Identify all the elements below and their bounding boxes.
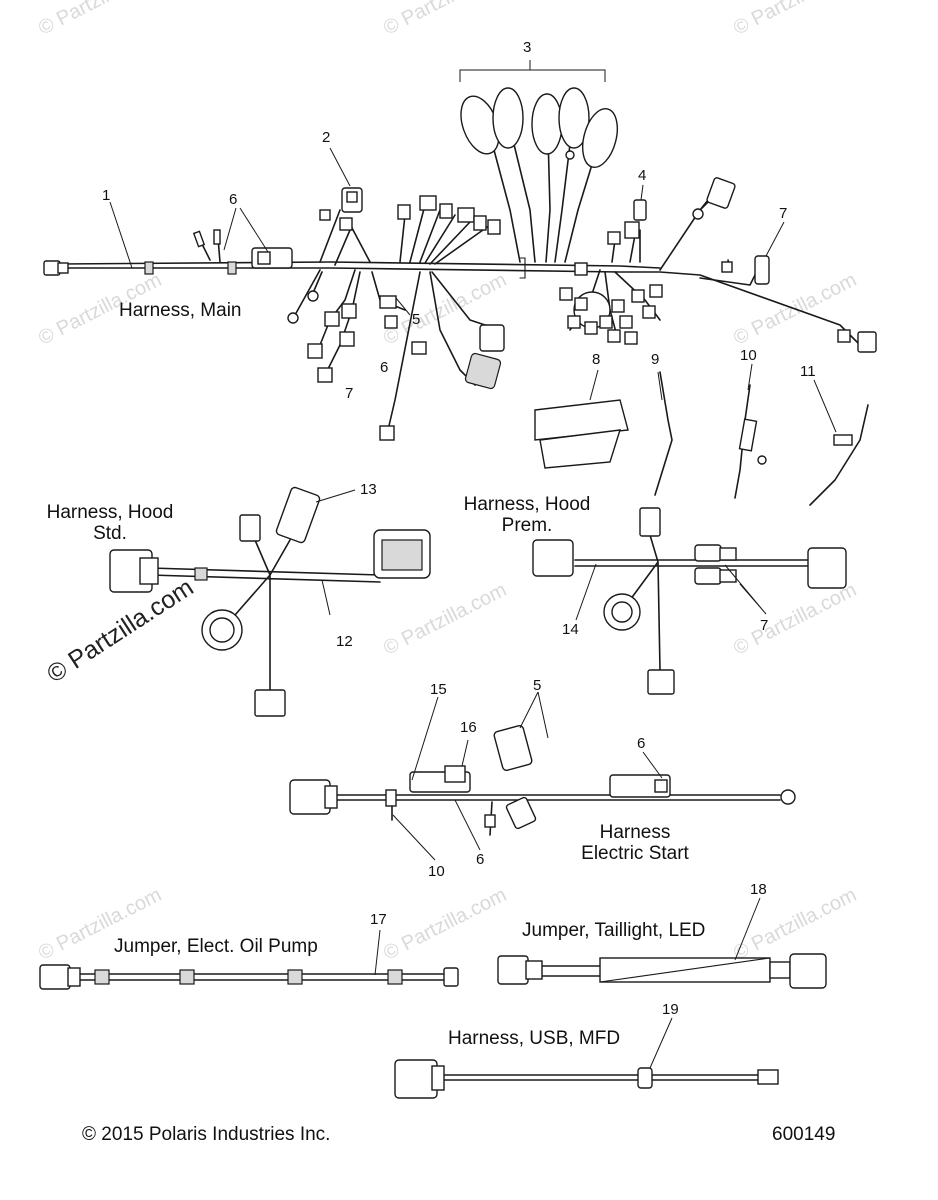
callout-16: 16 xyxy=(460,719,477,736)
label-jumper-taillight: Jumper, Taillight, LED xyxy=(522,920,706,941)
callout-6: 6 xyxy=(637,735,646,752)
callout-12: 12 xyxy=(336,633,353,650)
copyright-text: © 2015 Polaris Industries Inc. xyxy=(82,1124,331,1145)
label-harness-hood-prem: Harness, Hood Prem. xyxy=(452,494,602,536)
callout-3: 3 xyxy=(523,39,532,56)
label-harness-electric-start: Harness Electric Start xyxy=(570,822,700,864)
callout-7: 7 xyxy=(760,617,769,634)
diagram-number: 600149 xyxy=(772,1124,836,1145)
label-line: Harness, Hood xyxy=(463,494,591,515)
callout-18: 18 xyxy=(750,881,767,898)
callout-6: 6 xyxy=(380,359,389,376)
callout-5: 5 xyxy=(533,677,542,694)
callout-1: 1 xyxy=(102,187,111,204)
main-harness-drawing xyxy=(43,87,877,441)
hood-std-harness-drawing xyxy=(109,486,431,717)
callout-10: 10 xyxy=(740,347,757,364)
callout-14: 14 xyxy=(562,621,579,638)
callout-6: 6 xyxy=(229,191,238,208)
callout-7: 7 xyxy=(779,205,788,222)
callout-leaders xyxy=(109,60,837,1069)
label-harness-main: Harness, Main xyxy=(119,300,242,321)
callout-2: 2 xyxy=(322,129,331,146)
callout-8: 8 xyxy=(592,351,601,368)
jumpers-drawing xyxy=(39,953,827,1099)
callout-17: 17 xyxy=(370,911,387,928)
callout-7: 7 xyxy=(345,385,354,402)
electric-start-harness-drawing xyxy=(289,724,796,836)
label-line: Harness xyxy=(599,822,671,843)
label-jumper-oil-pump: Jumper, Elect. Oil Pump xyxy=(114,936,318,957)
callout-4: 4 xyxy=(638,167,647,184)
label-line: Prem. xyxy=(501,515,553,536)
callout-5: 5 xyxy=(412,311,421,328)
loose-parts-drawing xyxy=(534,371,869,506)
label-harness-usb: Harness, USB, MFD xyxy=(448,1028,621,1049)
label-line: Std. xyxy=(93,523,127,544)
callout-13: 13 xyxy=(360,481,377,498)
callout-10: 10 xyxy=(428,863,445,880)
callout-15: 15 xyxy=(430,681,447,698)
callout-19: 19 xyxy=(662,1001,679,1018)
callout-6: 6 xyxy=(476,851,485,868)
label-line: Harness, Hood xyxy=(46,502,174,523)
hood-prem-harness-drawing xyxy=(532,507,847,695)
callout-9: 9 xyxy=(651,351,660,368)
label-line: Electric Start xyxy=(581,843,689,864)
callout-11: 11 xyxy=(800,363,816,380)
label-harness-hood-std: Harness, Hood Std. xyxy=(35,502,185,544)
